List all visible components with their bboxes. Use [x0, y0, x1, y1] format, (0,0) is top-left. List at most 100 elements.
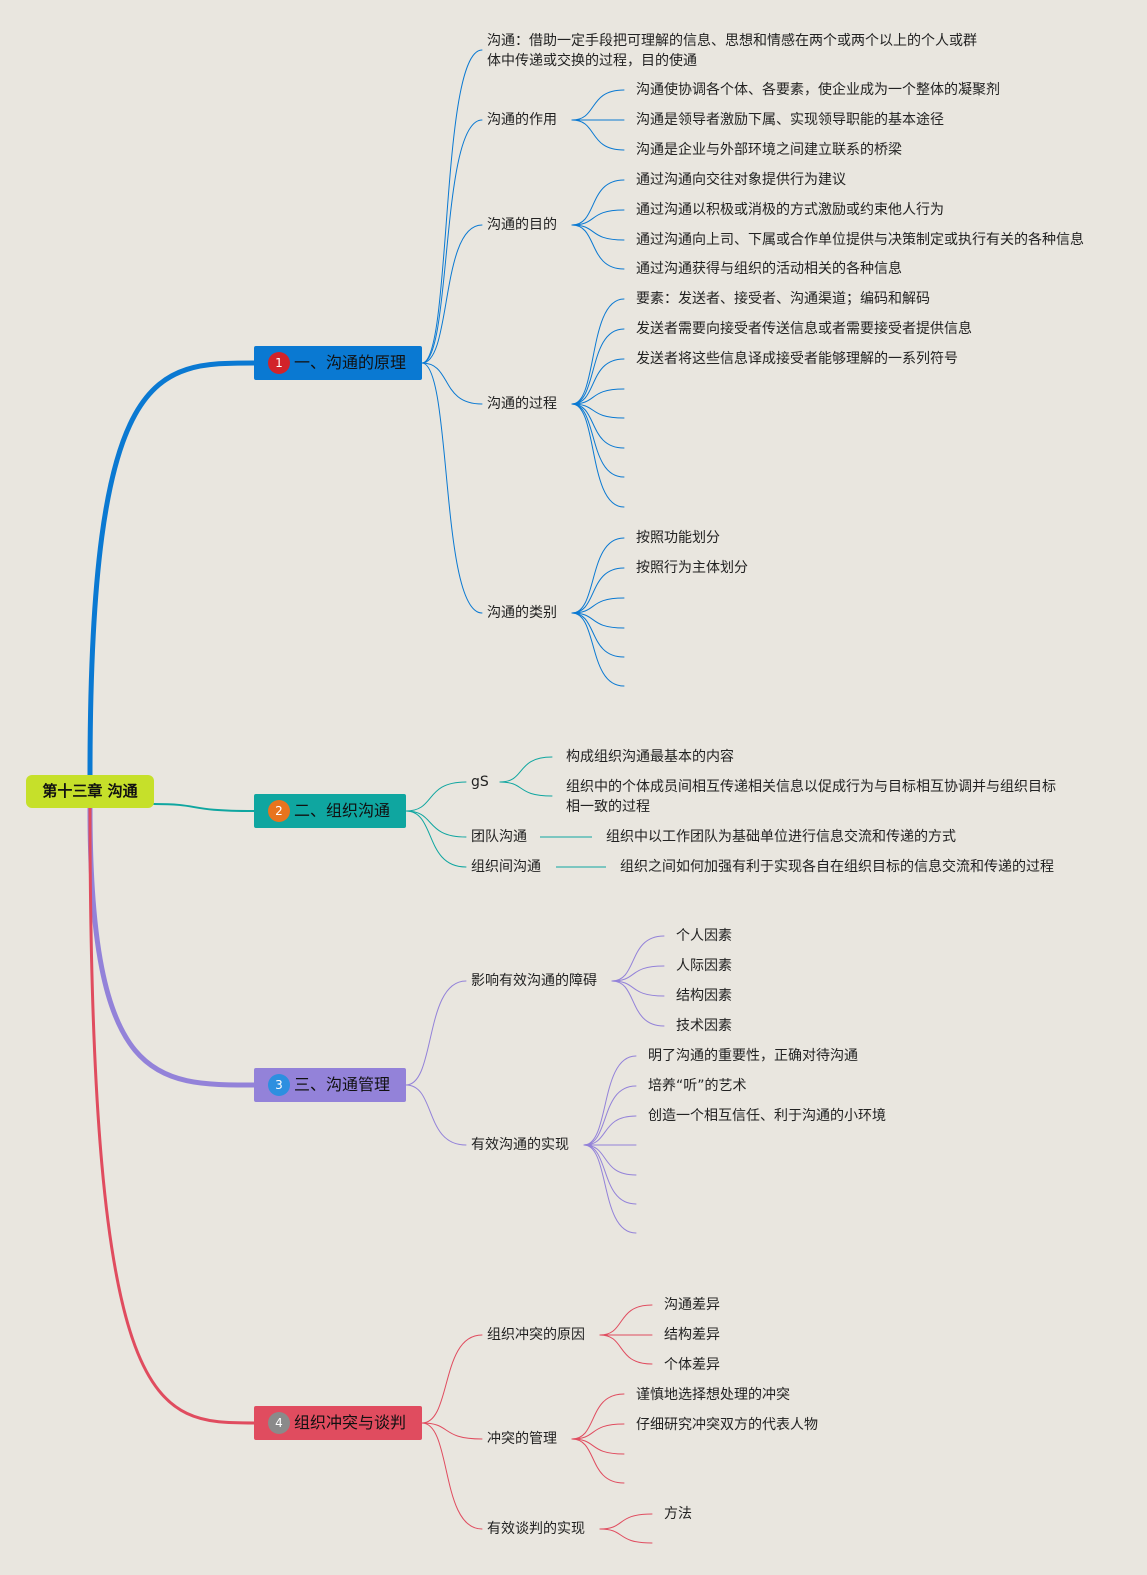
subtopic-purpose[interactable]: 沟通的目的	[487, 217, 557, 233]
leaf-inter-org-1[interactable]: 组织之间如何加强有利于实现各自在组织目标的信息交流和传递的过程	[620, 859, 1054, 875]
root-topic[interactable]: 第十三章 沟通	[26, 775, 154, 808]
branch-2-label: 二、组织沟通	[294, 801, 391, 820]
gs-leaf-link-1	[499, 781, 553, 797]
subtopic-effective[interactable]: 有效沟通的实现	[471, 1137, 569, 1153]
purpose-leaf-link-2	[571, 224, 625, 241]
branch2-link-1	[405, 810, 467, 838]
negotiation-leaf-link-0	[599, 1513, 653, 1530]
leaf-barrier-3[interactable]: 结构因素	[676, 988, 732, 1004]
leaf-role-3[interactable]: 沟通是企业与外部环境之间建立联系的桥梁	[636, 142, 902, 158]
leaf-negotiation-1[interactable]: 方法	[664, 1506, 692, 1522]
branch2-link-0	[405, 781, 467, 812]
process-leaf-link-1	[571, 328, 625, 405]
leaf-barrier-1[interactable]: 个人因素	[676, 928, 732, 944]
leaf-process-2[interactable]: 发送者需要向接受者传送信息或者需要接受者提供信息	[636, 321, 972, 337]
subtopic-conflict-cause[interactable]: 组织冲突的原因	[487, 1327, 585, 1343]
number-badge-1: 1	[268, 352, 290, 374]
subtopic-team[interactable]: 团队沟通	[471, 829, 527, 845]
leaf-effective-2[interactable]: 培养“听”的艺术	[648, 1078, 747, 1094]
number-badge-2: 2	[268, 800, 290, 822]
leaf-cause-3[interactable]: 个体差异	[664, 1357, 720, 1373]
category-leaf-link-1	[571, 567, 625, 614]
leaf-role-1[interactable]: 沟通使协调各个体、各要素，使企业成为一个整体的凝聚剂	[636, 82, 1000, 98]
subtopic-gs[interactable]: gS	[471, 774, 489, 790]
effective-leaf-link-5	[583, 1144, 637, 1205]
definition-node[interactable]: 沟通：借助一定手段把可理解的信息、思想和情感在两个或两个以上的个人或群体中传递或…	[487, 33, 977, 69]
leaf-process-3[interactable]: 发送者将这些信息译成接受者能够理解的一系列符号	[636, 351, 958, 367]
branch-4-topic[interactable]: 4 组织冲突与谈判	[254, 1406, 422, 1440]
effective-leaf-link-4	[583, 1144, 637, 1176]
subtopic-barriers[interactable]: 影响有效沟通的障碍	[471, 973, 597, 989]
subtopic-category[interactable]: 沟通的类别	[487, 605, 557, 621]
process-leaf-link-6	[571, 403, 625, 478]
number-badge-3: 3	[268, 1074, 290, 1096]
leaf-gs-1[interactable]: 构成组织沟通最基本的内容	[566, 749, 734, 765]
branch-3-topic[interactable]: 3 三、沟通管理	[254, 1068, 406, 1102]
subtopic-inter-org[interactable]: 组织间沟通	[471, 859, 541, 875]
leaf-purpose-1[interactable]: 通过沟通向交往对象提供行为建议	[636, 172, 846, 188]
barrier-leaf-link-0	[611, 935, 665, 982]
category-leaf-link-0	[571, 537, 625, 614]
process-leaf-link-4	[571, 403, 625, 419]
branch1-link-4	[421, 362, 483, 614]
process-leaf-link-5	[571, 403, 625, 449]
mgmt-leaf-link-2	[571, 1438, 625, 1455]
leaf-barrier-2[interactable]: 人际因素	[676, 958, 732, 974]
purpose-leaf-link-1	[571, 209, 625, 226]
leaf-barrier-4[interactable]: 技术因素	[676, 1018, 732, 1034]
negotiation-leaf-link-1	[599, 1528, 653, 1544]
branch1-link-2	[421, 224, 483, 364]
leaf-cause-2[interactable]: 结构差异	[664, 1327, 720, 1343]
effective-leaf-link-1	[583, 1085, 637, 1146]
process-leaf-link-0	[571, 298, 625, 405]
branch1-link-3	[421, 362, 483, 405]
effective-leaf-link-6	[583, 1144, 637, 1234]
leaf-mgmt-2[interactable]: 仔细研究冲突双方的代表人物	[636, 1417, 818, 1433]
barrier-leaf-link-2	[611, 980, 665, 997]
leaf-gs-2[interactable]: 组织中的个体成员间相互传递相关信息以促成行为与目标相互协调并与组织目标相一致的过…	[566, 779, 1056, 815]
purpose-leaf-link-0	[571, 179, 625, 226]
branch3-link-1	[405, 1084, 467, 1146]
root-link-2	[153, 803, 255, 812]
root-link-4	[88, 806, 256, 1425]
branch4-link-2	[421, 1422, 483, 1530]
branch4-link-1	[421, 1422, 483, 1440]
category-leaf-link-3	[571, 612, 625, 629]
leaf-team-1[interactable]: 组织中以工作团队为基础单位进行信息交流和传递的方式	[606, 829, 956, 845]
role-leaf-link-2	[571, 119, 625, 151]
mgmt-leaf-link-3	[571, 1438, 625, 1484]
branch2-link-2	[405, 810, 467, 868]
leaf-category-2[interactable]: 按照行为主体划分	[636, 560, 748, 576]
category-leaf-link-4	[571, 612, 625, 658]
role-leaf-link-0	[571, 89, 625, 121]
mgmt-leaf-link-0	[571, 1393, 625, 1440]
leaf-cause-1[interactable]: 沟通差异	[664, 1297, 720, 1313]
category-leaf-link-5	[571, 612, 625, 687]
leaf-purpose-4[interactable]: 通过沟通获得与组织的活动相关的各种信息	[636, 261, 902, 277]
branch4-link-0	[421, 1334, 483, 1424]
branch-1-label: 一、沟通的原理	[294, 353, 407, 372]
cause-leaf-link-0	[599, 1304, 653, 1336]
leaf-category-1[interactable]: 按照功能划分	[636, 530, 720, 546]
subtopic-process[interactable]: 沟通的过程	[487, 396, 557, 412]
branch-4-label: 组织冲突与谈判	[294, 1413, 407, 1432]
branch1-link-0	[421, 49, 483, 364]
root-link-1	[87, 360, 257, 778]
leaf-process-1[interactable]: 要素：发送者、接受者、沟通渠道；编码和解码	[636, 291, 930, 307]
leaf-effective-3[interactable]: 创造一个相互信任、利于沟通的小环境	[648, 1108, 886, 1124]
number-badge-4: 4	[268, 1412, 290, 1434]
leaf-purpose-2[interactable]: 通过沟通以积极或消极的方式激励或约束他人行为	[636, 202, 944, 218]
leaf-role-2[interactable]: 沟通是领导者激励下属、实现领导职能的基本途径	[636, 112, 944, 128]
barrier-leaf-link-3	[611, 980, 665, 1027]
subtopic-negotiation[interactable]: 有效谈判的实现	[487, 1521, 585, 1537]
subtopic-conflict-mgmt[interactable]: 冲突的管理	[487, 1431, 557, 1447]
subtopic-role[interactable]: 沟通的作用	[487, 112, 557, 128]
process-leaf-link-7	[571, 403, 625, 508]
leaf-effective-1[interactable]: 明了沟通的重要性，正确对待沟通	[648, 1048, 858, 1064]
root-link-3	[87, 805, 257, 1088]
leaf-mgmt-1[interactable]: 谨慎地选择想处理的冲突	[636, 1387, 790, 1403]
branch-2-topic[interactable]: 2 二、组织沟通	[254, 794, 406, 828]
leaf-purpose-3[interactable]: 通过沟通向上司、下属或合作单位提供与决策制定或执行有关的各种信息	[636, 232, 1084, 248]
branch-1-topic[interactable]: 1 一、沟通的原理	[254, 346, 422, 380]
gs-leaf-link-0	[499, 756, 553, 783]
